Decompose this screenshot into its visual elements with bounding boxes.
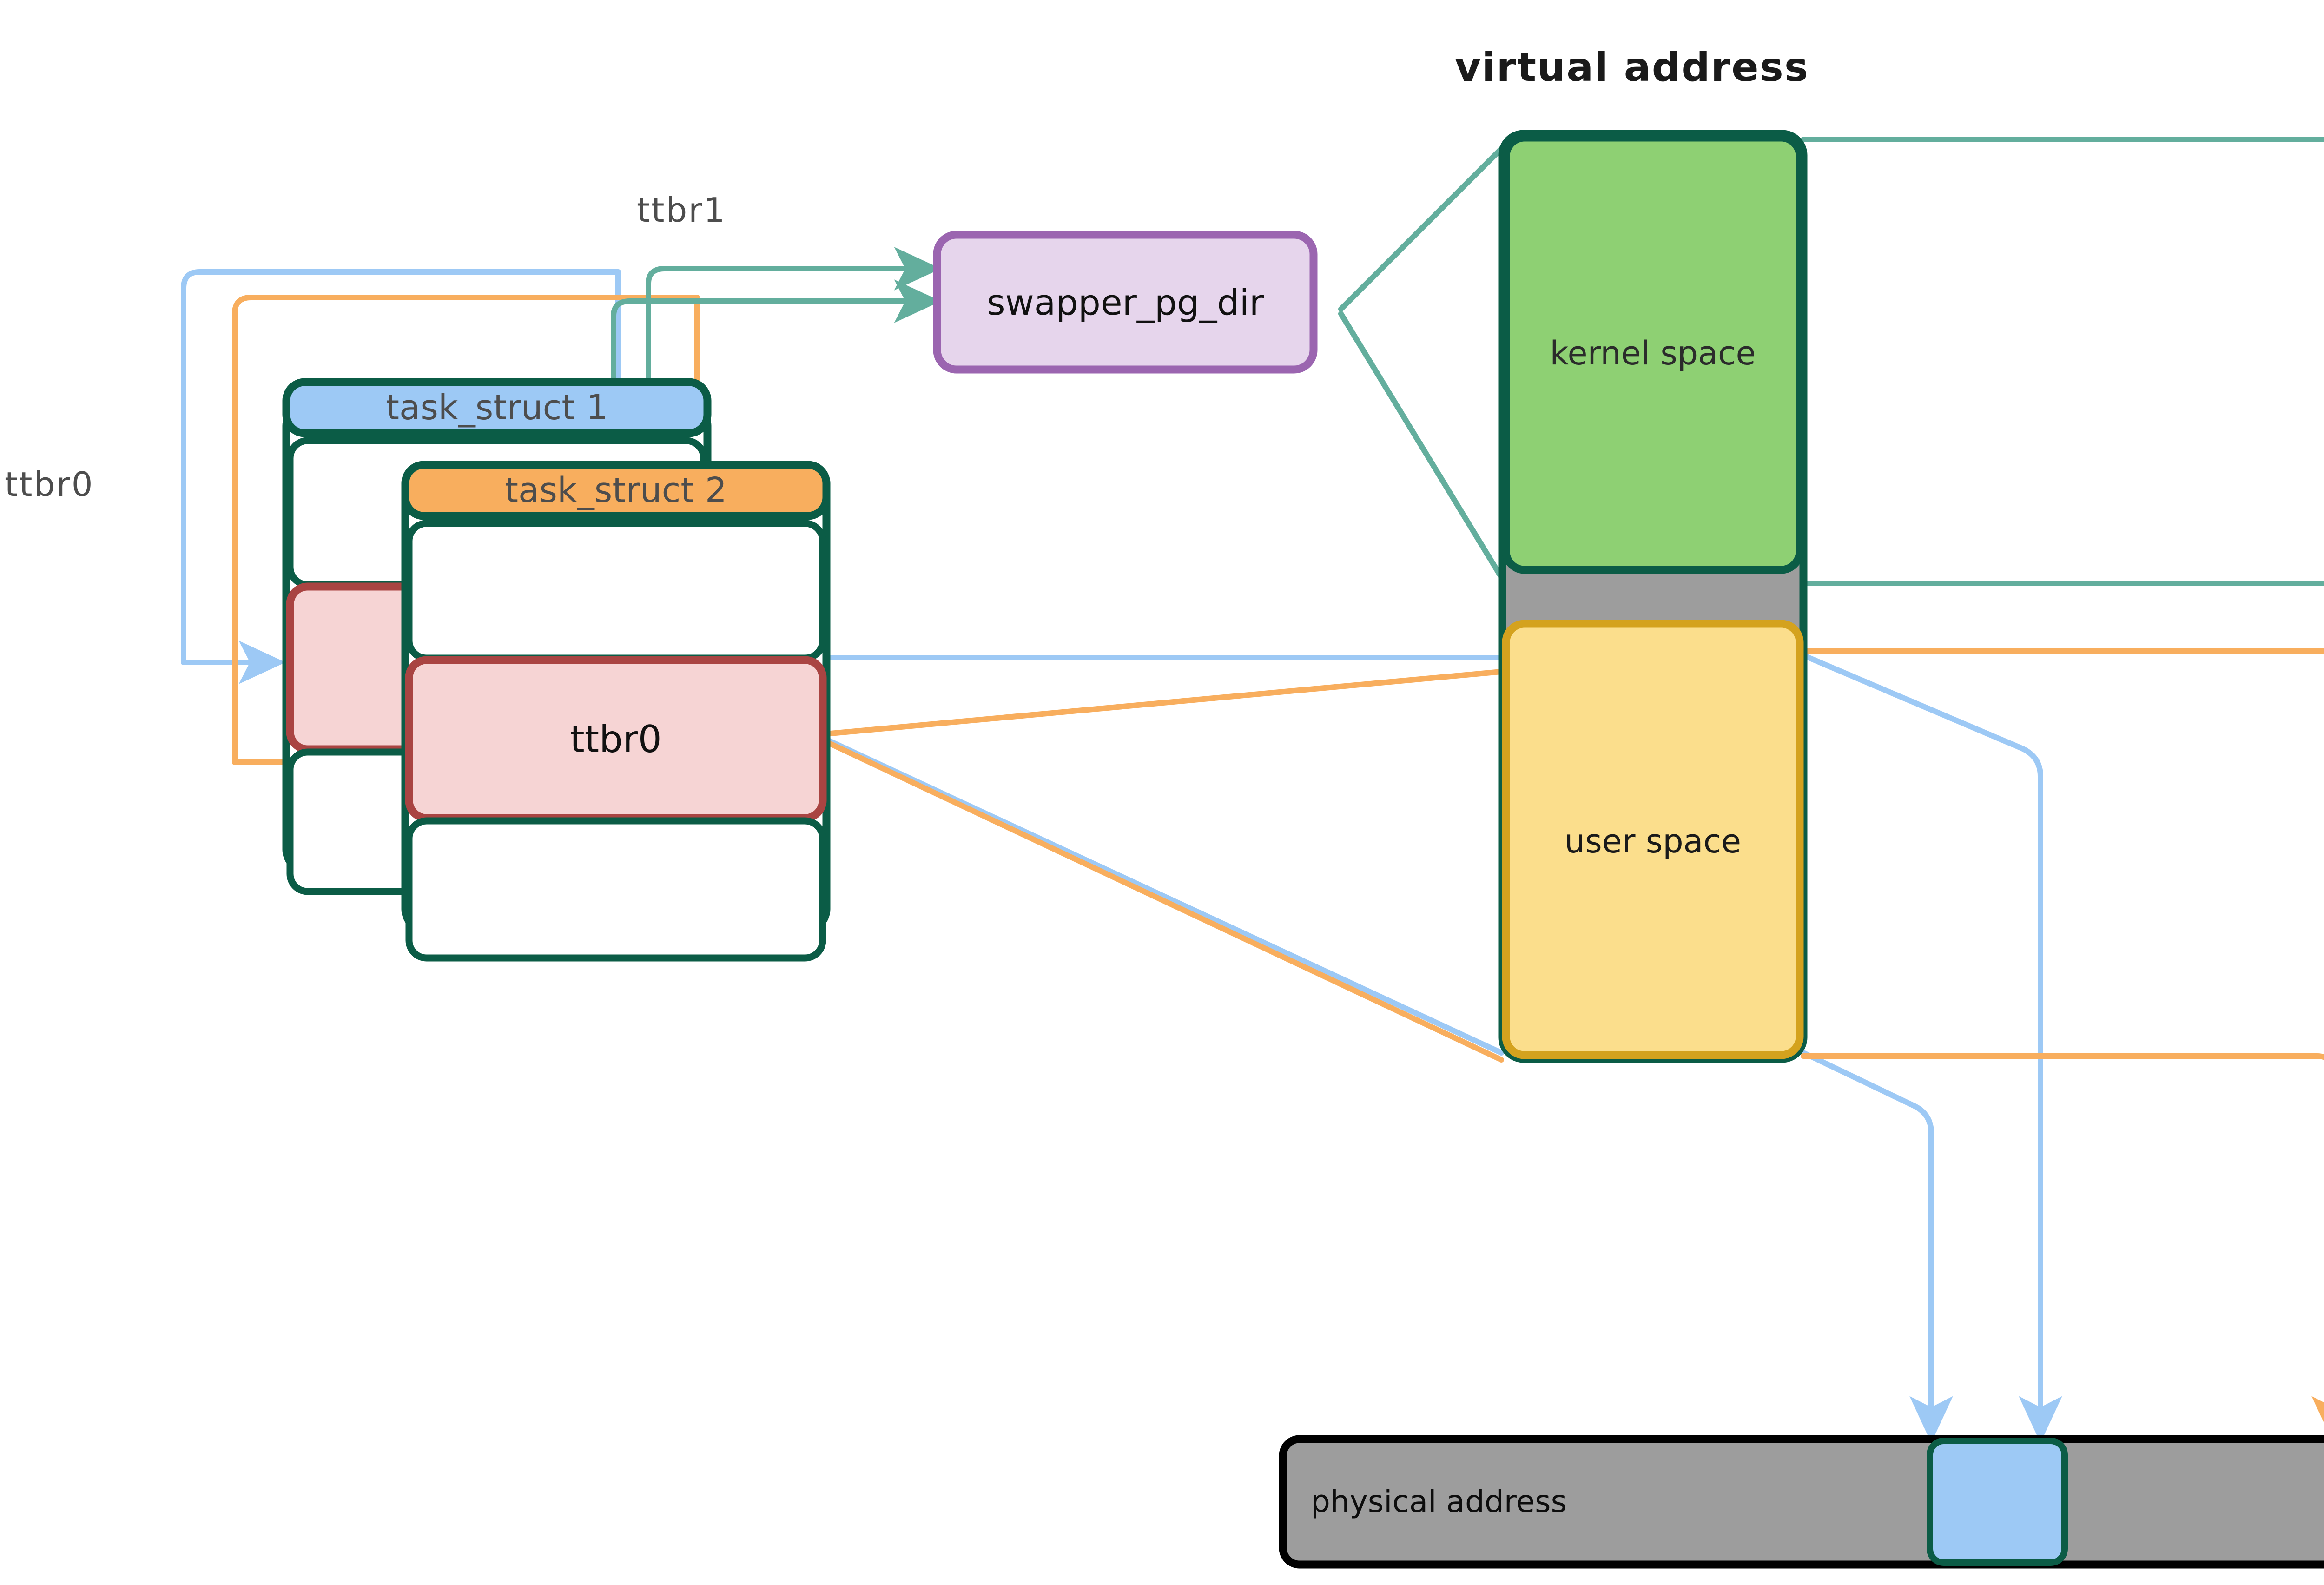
task-struct-1-header-label: task_struct 1 (386, 388, 608, 428)
task-struct-2-row-blank-1 (405, 520, 826, 662)
physical-segment-blue[interactable] (1927, 1438, 2068, 1566)
orange-connector-group (232, 295, 2324, 1443)
swapper-pg-dir-label: swapper_pg_dir (987, 281, 1264, 323)
task-struct-2-header[interactable] (401, 461, 831, 520)
task-struct-2-header-label: task_struct 2 (505, 470, 727, 510)
task-struct-2-ttbr0-label: ttbr0 (570, 717, 662, 761)
label-ttbr1: ttbr1 (637, 191, 726, 230)
task-struct-2[interactable] (401, 461, 831, 962)
user-space-region[interactable] (1502, 620, 1804, 1059)
task-struct-1-header[interactable] (282, 378, 712, 437)
virtual-address-column (1498, 130, 1808, 1063)
user-space-label: user space (1564, 822, 1742, 860)
blue-connector-group (181, 269, 2062, 1443)
physical-address-label: physical address (1311, 1483, 1567, 1519)
swapper-pg-dir-box[interactable] (933, 231, 1318, 374)
physical-address-bar (1279, 1435, 2324, 1569)
task-struct-2-row-blank-2 (405, 817, 826, 962)
label-ttbr0-left: ttbr0 (5, 465, 94, 504)
page-title: virtual address (1455, 44, 1809, 91)
kernel-space-region[interactable] (1502, 133, 1804, 574)
kernel-space-label: kernel space (1550, 334, 1756, 372)
teal-connector-group (611, 137, 2324, 586)
